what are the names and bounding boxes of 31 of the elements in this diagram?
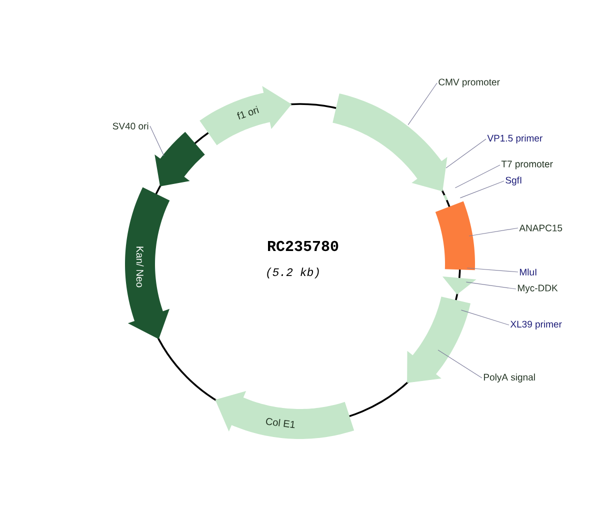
feature-label: CMV promoter bbox=[438, 78, 500, 88]
gene-block bbox=[435, 201, 475, 270]
feature-label: Myc-DDK bbox=[518, 284, 558, 294]
leader-line bbox=[466, 282, 516, 290]
feature-label: MluI bbox=[520, 268, 536, 276]
plasmid-name: RC235780 bbox=[268, 240, 338, 252]
plasmid-feature: f1 ori bbox=[200, 86, 292, 146]
leader-line bbox=[446, 138, 486, 168]
leader-line bbox=[438, 350, 482, 378]
feature-mark bbox=[443, 194, 448, 201]
feature-label: XL39 primer bbox=[510, 320, 562, 330]
leader-line bbox=[454, 164, 500, 188]
feature-label: VP1.5 primer bbox=[487, 134, 542, 144]
feature-label: SgfI bbox=[506, 176, 522, 186]
plasmid-feature bbox=[442, 276, 476, 295]
plasmid-feature bbox=[154, 132, 205, 186]
leader-line bbox=[468, 228, 518, 236]
leader-line bbox=[466, 268, 518, 272]
feature-label: PolyA signal bbox=[484, 374, 535, 382]
plasmid-feature: Col E1 bbox=[215, 391, 354, 439]
leader-line bbox=[408, 82, 438, 126]
leader-line bbox=[460, 310, 510, 326]
plasmid-size: (5.2 kb) bbox=[267, 268, 319, 278]
leader-line bbox=[460, 180, 504, 198]
feature-label: SV40 ori bbox=[112, 122, 148, 130]
plasmid-feature bbox=[407, 296, 471, 383]
feature-label: T7 promoter bbox=[501, 160, 553, 170]
plasmid-feature bbox=[332, 94, 448, 192]
feature-label: ANAPC15 bbox=[519, 224, 562, 232]
leader-line bbox=[150, 126, 164, 156]
plasmid-feature: Kan/ Neo bbox=[125, 187, 170, 340]
